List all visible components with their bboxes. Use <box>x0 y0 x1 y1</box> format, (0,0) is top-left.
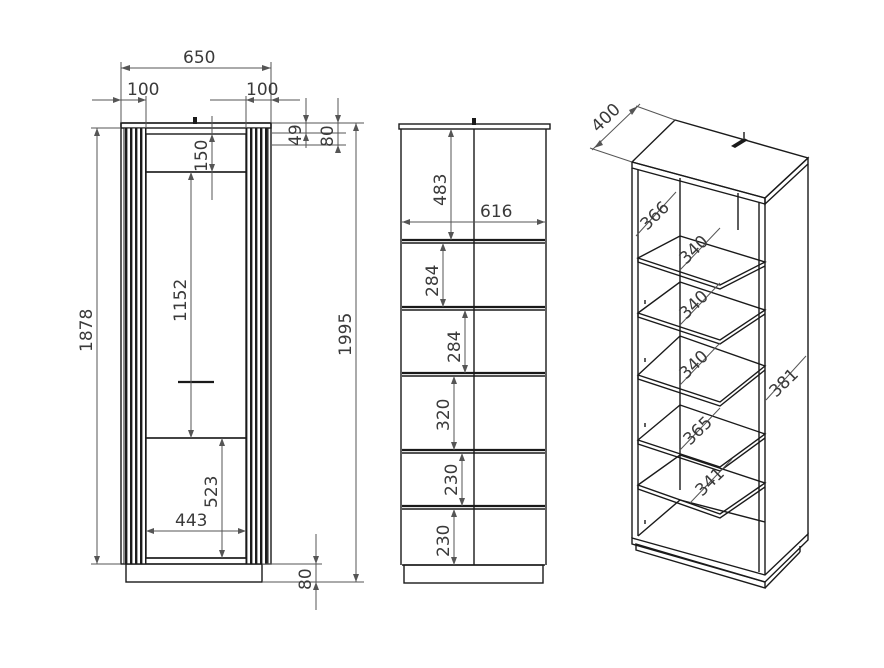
inner-plinth <box>403 564 544 584</box>
dim-plinth-80: 80 <box>296 568 316 590</box>
lower-compartment <box>145 437 247 559</box>
iso-base <box>631 532 809 583</box>
dim-body-1878: 1878 <box>77 309 97 352</box>
dim-shelf-284-b: 284 <box>445 331 465 363</box>
dim-shelf-483: 483 <box>431 174 451 206</box>
iso-top-side <box>764 156 809 206</box>
iso-shelf <box>636 235 767 286</box>
inner-view <box>398 118 551 584</box>
iso-shelf <box>636 335 767 403</box>
dim-side-right-100: 100 <box>246 80 278 100</box>
iso-shelf <box>636 281 767 341</box>
dim-top-80: 80 <box>318 125 338 147</box>
dim-lower-523: 523 <box>202 476 222 508</box>
inner-dimensions: 616 483 284 284 320 230 230 <box>402 129 545 565</box>
dim-total-1995: 1995 <box>336 313 356 356</box>
isometric-view <box>630 119 810 589</box>
dim-top-150: 150 <box>192 140 212 172</box>
dim-top-49: 49 <box>286 124 306 146</box>
dim-shelf-230-a: 230 <box>442 464 462 496</box>
dim-iso-depth-400: 400 <box>588 100 625 137</box>
dim-inner-443: 443 <box>175 511 207 531</box>
front-plinth <box>125 563 263 583</box>
left-slat-panel <box>123 127 147 565</box>
iso-dimensions: 400 366 340 340 340 365 341 381 <box>588 100 807 504</box>
front-dimensions: 650 100 100 150 1152 523 443 <box>77 48 364 610</box>
glass-door <box>145 171 247 439</box>
right-slat-panel <box>245 127 269 565</box>
iso-shelf <box>636 404 767 468</box>
dim-width-650: 650 <box>183 48 215 68</box>
iso-top-connector <box>731 138 748 148</box>
dim-inner-616: 616 <box>480 202 512 222</box>
top-connector <box>193 117 197 124</box>
dim-iso-340-c: 340 <box>676 347 713 384</box>
iso-top-edge <box>631 161 766 205</box>
front-view <box>120 117 272 583</box>
dim-iso-340-a: 340 <box>676 232 713 269</box>
dim-iso-340-b: 340 <box>676 287 713 324</box>
dim-glass-1152: 1152 <box>171 279 191 322</box>
dim-shelf-230-b: 230 <box>434 525 454 557</box>
dim-shelf-320: 320 <box>434 399 454 431</box>
dim-side-left-100: 100 <box>127 80 159 100</box>
iso-shelf <box>636 454 767 515</box>
inner-top-connector <box>472 118 476 125</box>
dim-shelf-284-a: 284 <box>423 265 443 297</box>
dim-iso-side-381: 381 <box>766 365 803 402</box>
